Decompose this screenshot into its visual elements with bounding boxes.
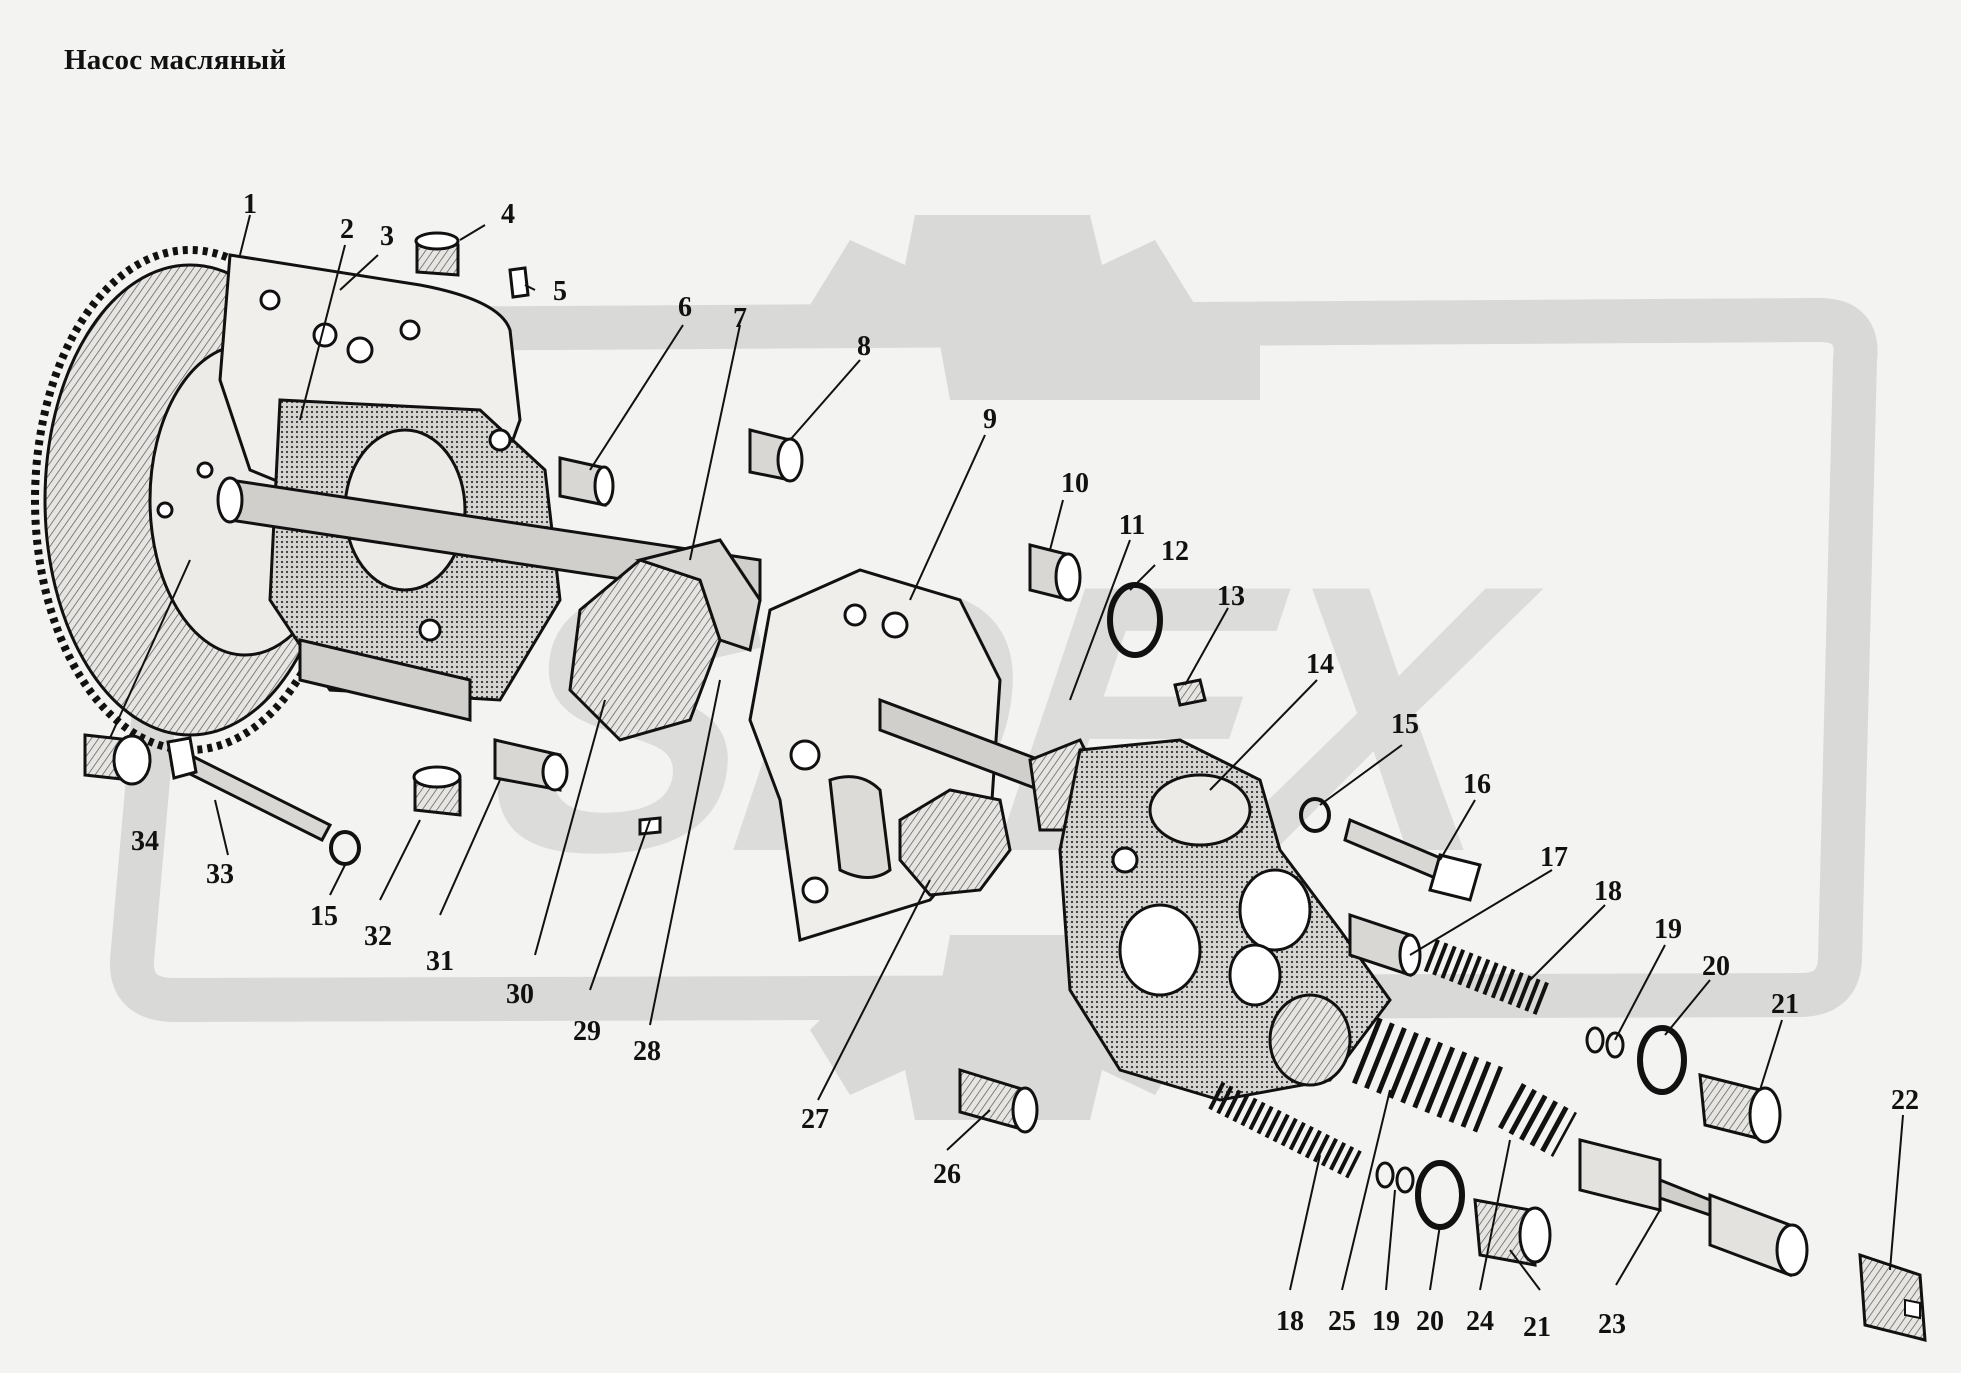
page-title: Насос масляный xyxy=(64,44,287,76)
callout-20b: 20 xyxy=(1416,1306,1444,1337)
callout-9: 9 xyxy=(983,404,997,435)
callout-12: 12 xyxy=(1161,536,1189,567)
callout-24: 24 xyxy=(1466,1306,1494,1337)
callout-18b: 18 xyxy=(1276,1306,1304,1337)
callout-6: 6 xyxy=(678,292,692,323)
callout-7: 7 xyxy=(733,303,747,334)
small-parts xyxy=(83,231,1927,1342)
callout-27: 27 xyxy=(801,1104,829,1135)
callout-25: 25 xyxy=(1328,1306,1356,1337)
callout-17: 17 xyxy=(1540,842,1568,873)
callout-33: 33 xyxy=(206,859,234,890)
callout-31: 31 xyxy=(426,946,454,977)
callout-19a: 19 xyxy=(1654,914,1682,945)
callout-2: 2 xyxy=(340,214,354,245)
callout-32: 32 xyxy=(364,921,392,952)
callout-21b: 21 xyxy=(1523,1312,1551,1343)
callout-28: 28 xyxy=(633,1036,661,1067)
pump-housing-right xyxy=(1058,738,1392,1102)
callout-3: 3 xyxy=(380,221,394,252)
callout-23: 23 xyxy=(1598,1309,1626,1340)
callout-20a: 20 xyxy=(1702,951,1730,982)
callout-15a: 15 xyxy=(1391,709,1419,740)
callout-15b: 15 xyxy=(310,901,338,932)
callout-10: 10 xyxy=(1061,468,1089,499)
callout-21a: 21 xyxy=(1771,989,1799,1020)
callout-30: 30 xyxy=(506,979,534,1010)
callout-34: 34 xyxy=(131,826,159,857)
callout-22: 22 xyxy=(1891,1085,1919,1116)
callout-13: 13 xyxy=(1217,581,1245,612)
callout-29: 29 xyxy=(573,1016,601,1047)
pump-gears-left xyxy=(568,538,762,742)
callout-14: 14 xyxy=(1306,649,1334,680)
callout-1: 1 xyxy=(243,189,257,220)
callout-11: 11 xyxy=(1119,510,1145,541)
callout-16: 16 xyxy=(1463,769,1491,800)
callout-26: 26 xyxy=(933,1159,961,1190)
callout-4: 4 xyxy=(501,199,515,230)
leader-lines xyxy=(109,214,1904,1291)
callout-5: 5 xyxy=(553,276,567,307)
callout-18a: 18 xyxy=(1594,876,1622,907)
callout-19b: 19 xyxy=(1372,1306,1400,1337)
callout-8: 8 xyxy=(857,331,871,362)
